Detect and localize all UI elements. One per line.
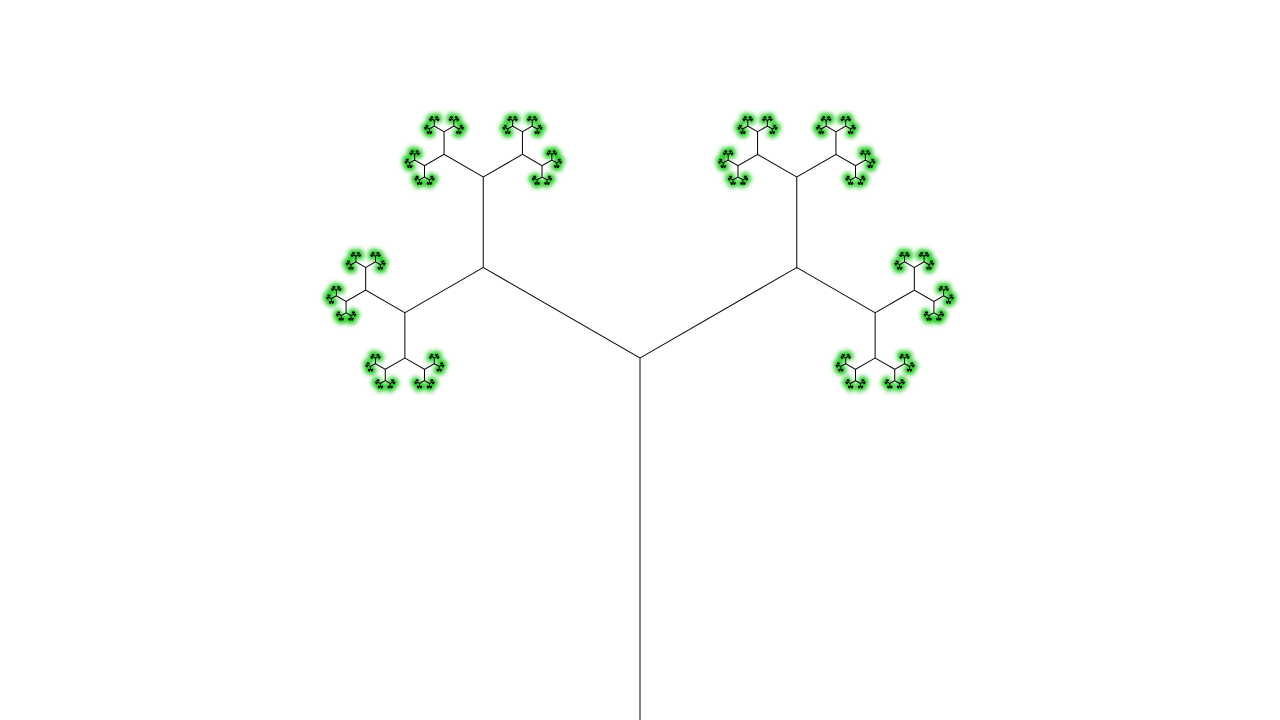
fractal-tree-canvas — [322, 112, 957, 720]
